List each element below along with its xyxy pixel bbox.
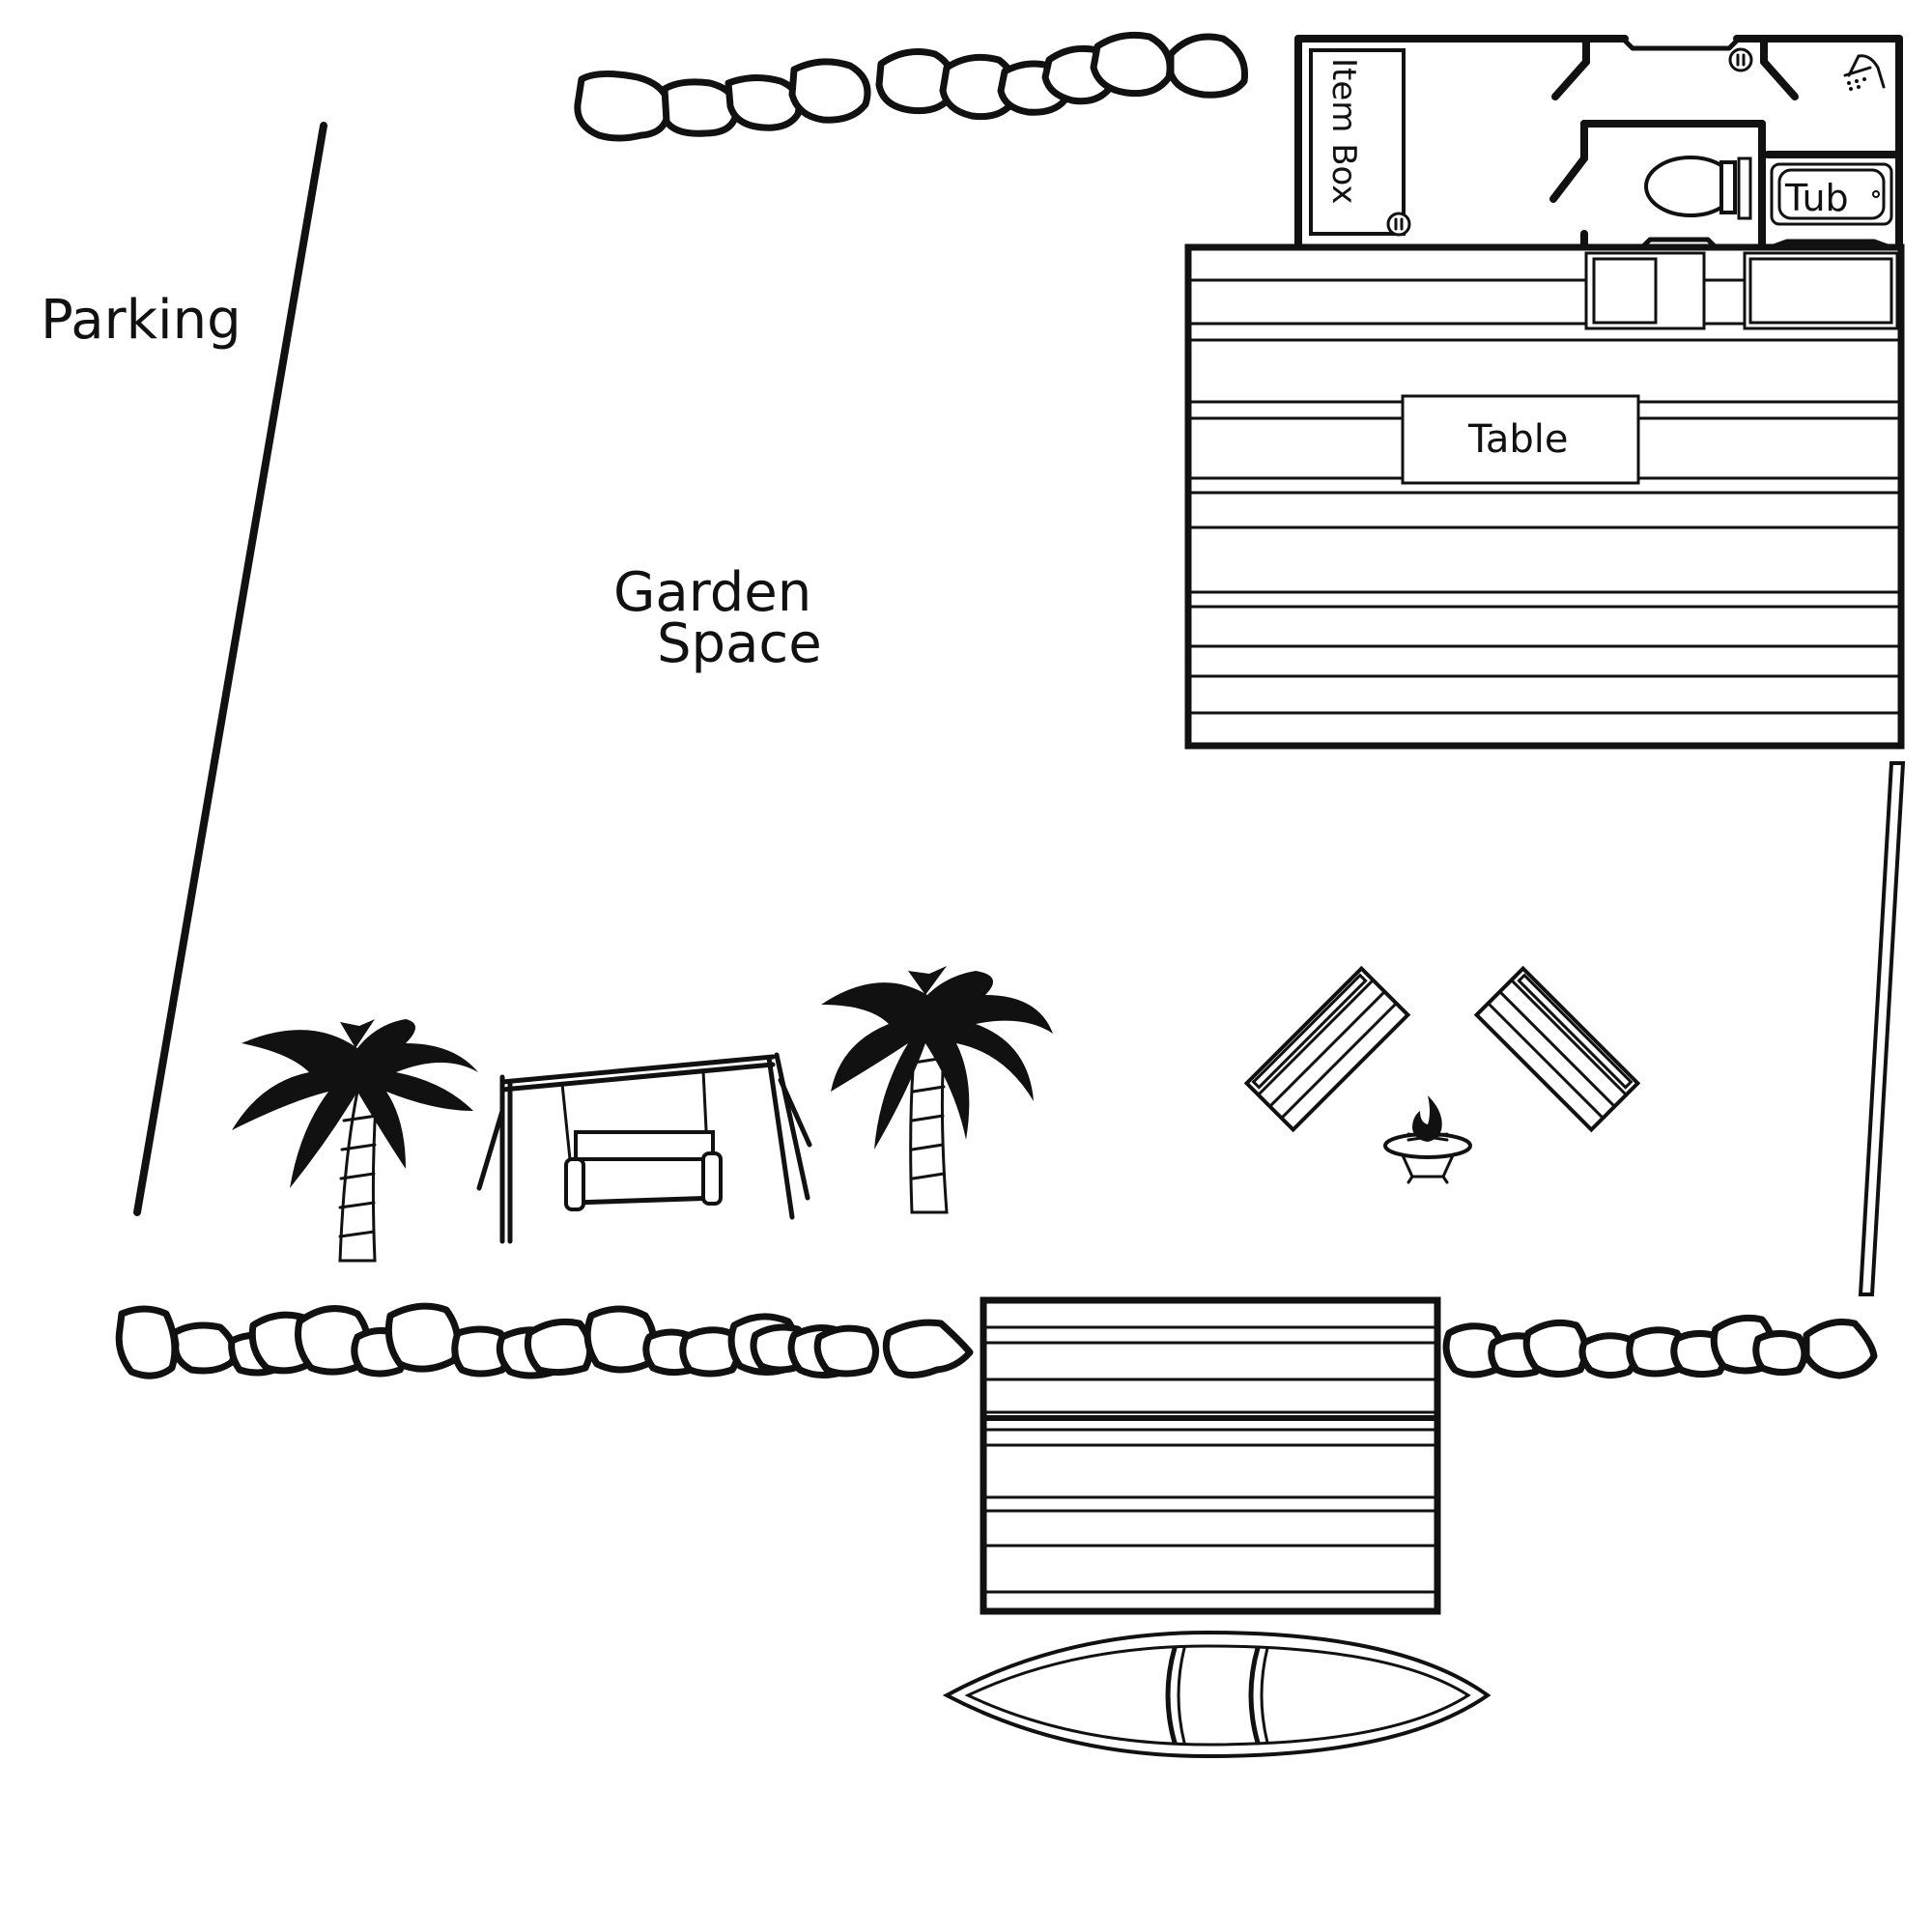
bathtub: Tub xyxy=(1770,162,1893,226)
stone-wall-bottom-right xyxy=(1442,1314,1878,1379)
right-fence xyxy=(1858,761,1906,1296)
outlet-icon xyxy=(1728,47,1753,72)
item-box-label: Item Box xyxy=(1324,58,1363,204)
outlet-icon xyxy=(1386,212,1411,237)
fire-pit-icon xyxy=(1383,1095,1472,1184)
swing-icon xyxy=(476,1052,812,1244)
dock xyxy=(980,1296,1441,1615)
canoe-icon xyxy=(942,1630,1492,1759)
main-deck xyxy=(1184,243,1905,750)
parking-boundary-line xyxy=(133,122,327,1216)
parking-label: Parking xyxy=(41,289,242,352)
bench-icon xyxy=(1473,965,1641,1133)
garden-label-line2: Space xyxy=(657,612,822,675)
bench-icon xyxy=(1243,965,1411,1133)
tub-label: Tub xyxy=(1784,177,1849,219)
stone-wall-bottom-left xyxy=(115,1302,974,1379)
toilet-icon xyxy=(1644,156,1752,220)
garden-label-line1: Garden xyxy=(613,561,811,624)
shower-icon xyxy=(1843,54,1886,91)
deck-table: Table xyxy=(1401,394,1640,485)
item-box: Item Box xyxy=(1309,48,1406,236)
palm-tree-icon xyxy=(232,1019,478,1263)
table-label: Table xyxy=(1467,417,1568,462)
stone-wall-top xyxy=(574,31,1249,142)
palm-tree-icon xyxy=(821,966,1053,1214)
